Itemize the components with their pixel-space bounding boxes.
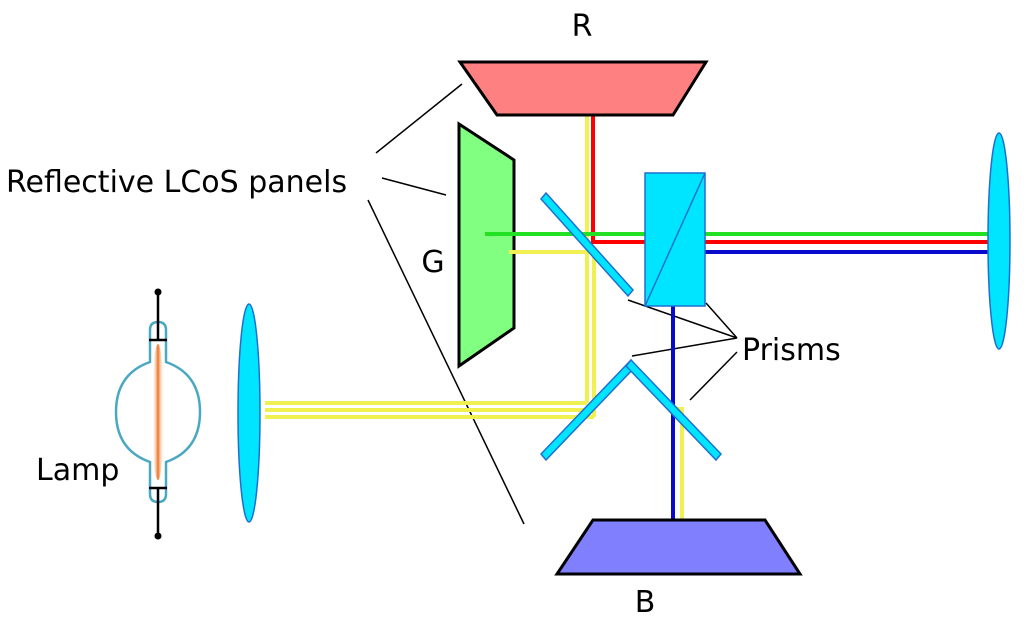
- label-green-panel: G: [421, 245, 444, 280]
- upper-dichroic-mirror: [540, 191, 634, 298]
- cube-prism-diagonal: [644, 172, 706, 307]
- cube-prism: [644, 172, 706, 307]
- lamp: [114, 288, 202, 540]
- leader-lines: [367, 83, 738, 525]
- projection-lens: [987, 132, 1011, 350]
- lamp-lower-terminal: [154, 532, 162, 540]
- label-red-panel: R: [572, 9, 593, 44]
- leader-to-lower-prism: [689, 351, 738, 401]
- white-light-beam: [265, 88, 684, 542]
- green-lcos-panel: [457, 121, 516, 369]
- leader-to-blue-panel: [367, 199, 525, 525]
- leader-to-red-panel: [375, 83, 463, 154]
- lamp-arc: [152, 344, 164, 480]
- red-beam: [591, 88, 988, 244]
- leader-to-blue-dichroic: [631, 337, 738, 357]
- label-blue-panel: B: [635, 585, 656, 620]
- leader-to-cube-prism: [705, 302, 738, 339]
- leader-to-green-panel: [381, 177, 447, 196]
- label-prisms: Prisms: [742, 333, 841, 368]
- condenser-lens: [237, 303, 261, 523]
- blue-beam: [671, 250, 988, 542]
- blue-lcos-panel: [554, 518, 803, 576]
- dichroic-mirrors: [539, 191, 723, 462]
- lamp-upper-terminal: [154, 288, 162, 296]
- label-lcos-panels: Reflective LCoS panels: [6, 165, 347, 200]
- red-lcos-panel: [457, 60, 709, 117]
- label-lamp: Lamp: [36, 453, 119, 488]
- lower-right-dichroic-mirror: [624, 358, 723, 462]
